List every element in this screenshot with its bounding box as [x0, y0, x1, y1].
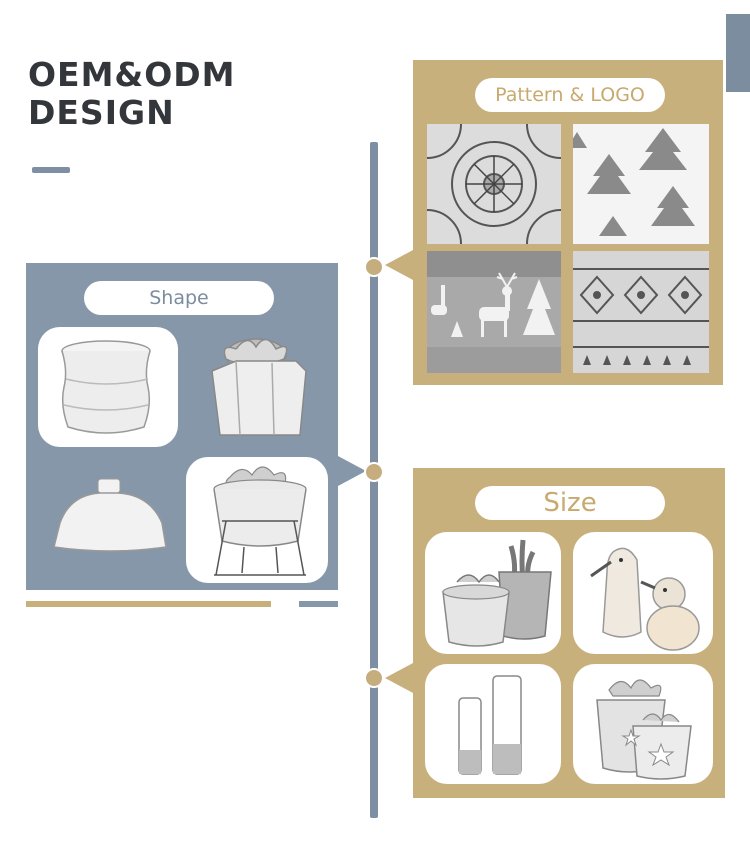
- size-label: Size: [475, 486, 665, 520]
- textured-pot-image: [38, 327, 178, 447]
- glass-holders-image: [425, 664, 561, 784]
- star-pots-image: [573, 664, 713, 784]
- shape-underline-gray: [299, 601, 338, 607]
- page-title: OEM&ODM DESIGN: [28, 56, 236, 132]
- size-pointer: [385, 663, 413, 693]
- succulent-pots-image: [425, 532, 561, 654]
- timeline-node-pattern: [364, 257, 384, 277]
- pot-on-stand-image: [186, 457, 328, 583]
- pattern-pointer: [385, 250, 413, 280]
- snowflake-pattern-image: [573, 251, 709, 373]
- shape-panel: Shape: [26, 263, 338, 590]
- bird-figurines-image: [573, 532, 713, 654]
- timeline-node-shape: [364, 462, 384, 482]
- mandala-pattern-image: [427, 124, 561, 244]
- pattern-logo-label: Pattern & LOGO: [475, 78, 665, 112]
- shape-label: Shape: [84, 281, 274, 315]
- title-line-2: DESIGN: [28, 93, 175, 132]
- reindeer-pattern-image: [427, 251, 561, 373]
- pattern-panel: Pattern & LOGO: [413, 60, 723, 385]
- size-panel: Size: [413, 468, 725, 798]
- bud-vase-image: [40, 463, 180, 583]
- title-line-1: OEM&ODM: [28, 55, 236, 94]
- hexagon-pot-image: [196, 327, 328, 451]
- corner-accent-bar: [726, 14, 750, 92]
- christmas-tree-pattern-image: [573, 124, 709, 244]
- shape-pointer: [338, 456, 366, 486]
- shape-underline-gold: [26, 601, 271, 607]
- timeline-node-size: [364, 668, 384, 688]
- title-underline: [32, 167, 70, 173]
